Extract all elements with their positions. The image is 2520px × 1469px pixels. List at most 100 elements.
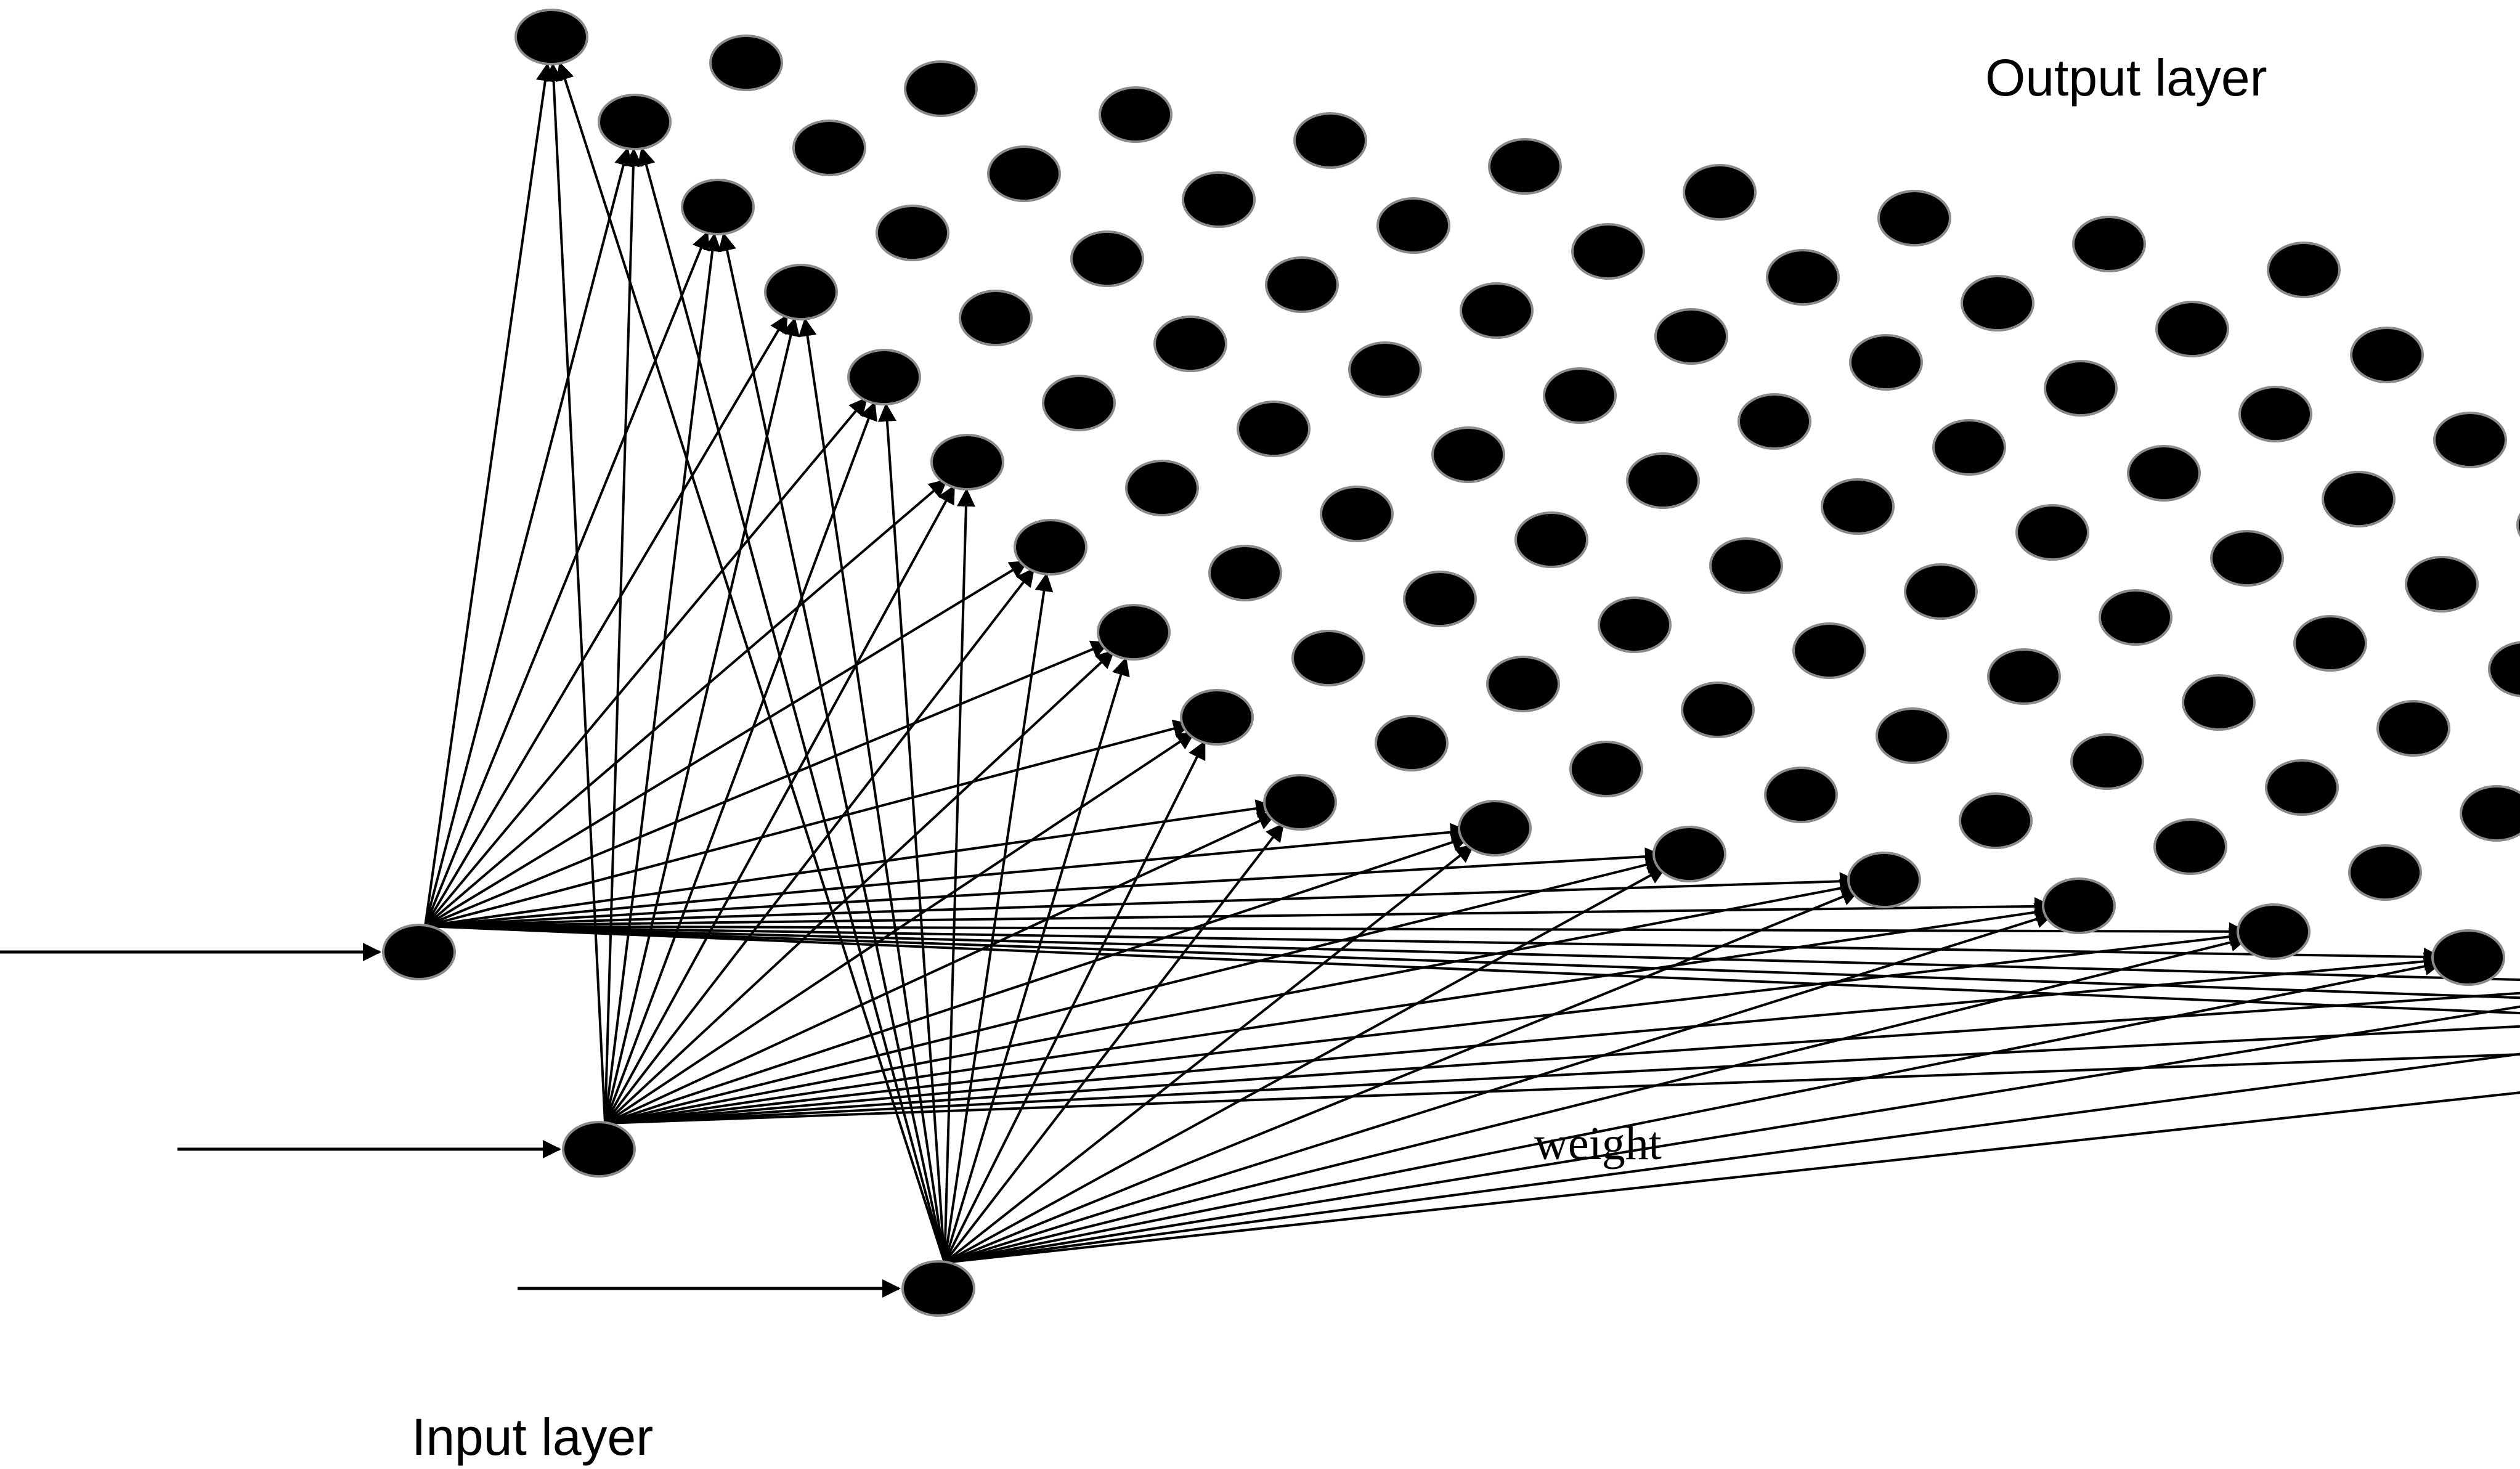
weight-connection <box>944 933 2249 1264</box>
input-neuron <box>562 1121 636 1178</box>
weight-connection <box>604 484 956 1124</box>
weight-connection <box>425 925 2520 982</box>
output-neuron <box>2405 556 2479 612</box>
output-neuron <box>2042 877 2116 934</box>
output-neuron <box>1403 571 1477 627</box>
output-neuron <box>2153 818 2227 875</box>
output-neuron <box>1569 741 1643 797</box>
weight-connection <box>943 572 1054 1263</box>
output-neuron <box>904 60 978 117</box>
output-neuron <box>2293 615 2367 672</box>
weight-connection <box>604 991 2520 1125</box>
output-neuron <box>1042 375 1116 431</box>
output-neuron <box>1681 682 1755 738</box>
input-arrows <box>0 943 901 1298</box>
weight-connection <box>604 147 643 1124</box>
weight-connection <box>424 560 1029 927</box>
output-neuron <box>2072 216 2146 272</box>
weight-connection <box>944 888 1861 1264</box>
weight-connection <box>424 397 868 927</box>
output-neuron <box>1932 419 2006 476</box>
output-neuron <box>2015 504 2089 561</box>
weight-connection <box>604 1025 2520 1125</box>
weight-connection <box>425 897 2054 927</box>
output-neuron <box>1514 511 1588 568</box>
output-neuron <box>1293 112 1367 169</box>
output-neuron <box>1376 197 1450 254</box>
weight-connection <box>424 314 788 927</box>
weight-connection <box>718 232 946 1263</box>
weight-connection <box>424 147 633 927</box>
output-neuron <box>1959 792 2033 849</box>
weight-connection <box>943 487 975 1263</box>
output-neuron <box>1766 249 1840 306</box>
weight-connection <box>425 719 1192 927</box>
weight-connection <box>425 925 2520 999</box>
output-neuron <box>2182 674 2256 731</box>
output-neuron <box>2322 471 2396 527</box>
weight-connection <box>637 147 946 1263</box>
output-neuron <box>1320 486 1394 542</box>
output-neuron <box>2099 589 2172 646</box>
weight-connection <box>424 479 948 927</box>
weight-connection <box>424 62 555 927</box>
output-neuron <box>1014 519 1087 576</box>
output-neuron <box>1792 622 1866 679</box>
output-neuron <box>1683 164 1757 221</box>
weight-connection <box>944 1005 2520 1264</box>
output-neuron <box>1237 401 1311 457</box>
output-neuron <box>987 145 1061 202</box>
output-layer-grid <box>514 9 2520 986</box>
output-neuron <box>847 349 921 405</box>
output-neuron <box>1821 478 1895 535</box>
weight-connection <box>944 866 1667 1264</box>
output-neuron <box>2155 301 2229 357</box>
weight-connection <box>604 401 877 1124</box>
weight-connection <box>425 872 1859 927</box>
output-neuron <box>1571 223 1645 280</box>
output-neuron <box>2267 242 2341 298</box>
output-neuron <box>1348 341 1422 398</box>
output-neuron <box>1626 452 1700 509</box>
weight-connection <box>604 731 1196 1125</box>
output-neuron <box>1099 86 1173 143</box>
weight-connection <box>604 855 1665 1125</box>
weight-connection <box>604 232 722 1124</box>
output-neuron <box>2070 733 2144 790</box>
output-neuron <box>514 9 588 65</box>
weight-connection <box>604 833 1471 1125</box>
output-neuron <box>709 35 783 91</box>
output-neuron <box>1709 537 1783 594</box>
output-neuron <box>1153 315 1227 372</box>
weight-label: weight <box>1534 1118 1662 1170</box>
output-neuron <box>1488 138 1562 195</box>
weight-connection <box>604 927 2248 1125</box>
output-neuron <box>1543 367 1617 424</box>
weight-connection <box>425 799 1275 927</box>
output-neuron <box>2431 929 2505 986</box>
output-neuron <box>1182 171 1256 228</box>
output-neuron <box>1070 230 1144 287</box>
output-neuron <box>2210 530 2284 587</box>
weight-connection <box>604 879 1859 1125</box>
output-neuron <box>598 94 672 150</box>
output-layer-label: Output layer <box>1985 49 2267 107</box>
weight-connection <box>424 230 710 927</box>
weight-connection <box>943 844 1475 1264</box>
output-neuron <box>1987 648 2061 705</box>
output-neuron <box>1431 426 1505 483</box>
weight-connection <box>604 1053 2520 1125</box>
output-neuron <box>2350 327 2424 383</box>
output-neuron <box>2376 700 2450 757</box>
output-neuron <box>1847 852 1921 908</box>
output-neuron <box>1460 282 1534 339</box>
weight-connection <box>944 910 2054 1264</box>
output-neuron <box>2433 412 2507 468</box>
output-neuron <box>1876 707 1949 764</box>
output-neuron <box>1375 715 1449 771</box>
output-neuron <box>1291 630 1365 686</box>
output-neuron <box>764 264 838 320</box>
output-neuron <box>1180 689 1254 746</box>
weight-connection <box>604 903 2054 1125</box>
output-neuron <box>1961 275 2034 332</box>
